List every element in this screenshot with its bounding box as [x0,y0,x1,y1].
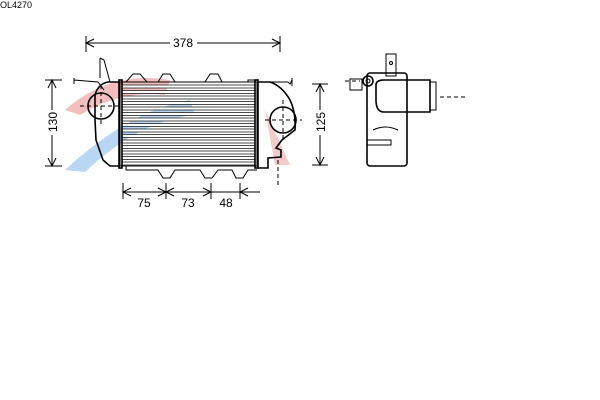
core-tube [121,156,256,160]
core-tube [121,161,256,166]
core-tube [121,150,256,155]
dimension-width: 378 [84,36,282,52]
dimension-height-right-label: 125 [314,112,328,132]
core-tube [121,123,256,127]
dimension-height-right: 125 [312,82,328,167]
core-tube [121,106,256,111]
core-tube [121,101,256,105]
dimension-bottom-3-label: 48 [219,196,233,210]
core-tube [121,139,256,144]
right-tank [258,78,302,185]
radiator-core [118,73,259,179]
left-tank [73,57,122,167]
side-view [345,53,465,167]
dimension-bottom-2-label: 73 [181,196,195,210]
core-tube [121,84,256,89]
core-tube [121,112,256,116]
dimension-width-label: 378 [173,36,193,50]
part-code: OL4270 [0,0,33,10]
dimension-bottom-1-label: 75 [137,196,151,210]
core-tube [121,95,256,100]
core-tube [121,117,256,122]
core-tube [121,145,256,149]
core-tube [121,128,256,133]
dimension-height-left: 130 [45,78,62,168]
dimension-bottom: 75 73 48 [121,183,260,210]
dimension-height-left-label: 130 [46,112,60,132]
core-tube [121,134,256,138]
core-tube [121,90,256,94]
